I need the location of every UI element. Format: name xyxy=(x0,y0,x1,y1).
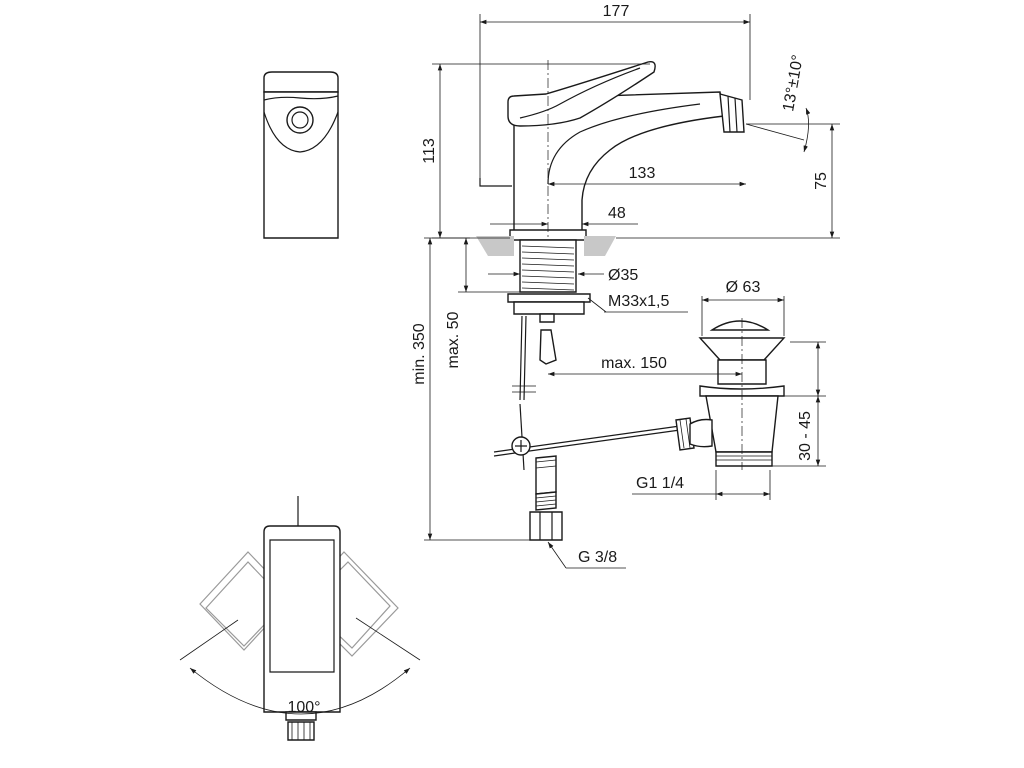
supply-hose xyxy=(529,455,563,541)
dim-waste-rod: max. 150 xyxy=(601,355,667,372)
dim-waste-height: 30 - 45 xyxy=(797,411,814,461)
dim-thread: M33x1,5 xyxy=(608,293,669,310)
shank-assembly xyxy=(507,239,591,471)
popup-waste xyxy=(689,318,786,470)
dim-spout-height: 75 xyxy=(813,172,830,190)
dim-max-deck: max. 50 xyxy=(445,311,462,368)
top-view xyxy=(199,496,399,741)
dim-supply-thread: G 3/8 xyxy=(578,549,617,566)
side-view-mixer xyxy=(479,60,745,300)
front-view xyxy=(263,71,339,239)
countertop xyxy=(476,236,616,256)
dim-waste-thread: G1 1/4 xyxy=(636,475,684,492)
dim-min-height: min. 350 xyxy=(411,323,428,384)
dim-width-total: 177 xyxy=(603,3,630,20)
waste-linkage xyxy=(493,417,695,457)
dim-shank-diameter: Ø35 xyxy=(608,267,638,284)
dim-lever-rotation: 100° xyxy=(287,699,320,716)
dim-body-offset: 48 xyxy=(608,205,626,222)
dim-spout-reach: 133 xyxy=(629,165,656,182)
dim-waste-diameter: Ø 63 xyxy=(726,279,761,296)
dim-spout-angle: 13°±10° xyxy=(780,54,807,113)
dimension-lines xyxy=(179,14,840,715)
dim-height-total: 113 xyxy=(421,138,438,164)
